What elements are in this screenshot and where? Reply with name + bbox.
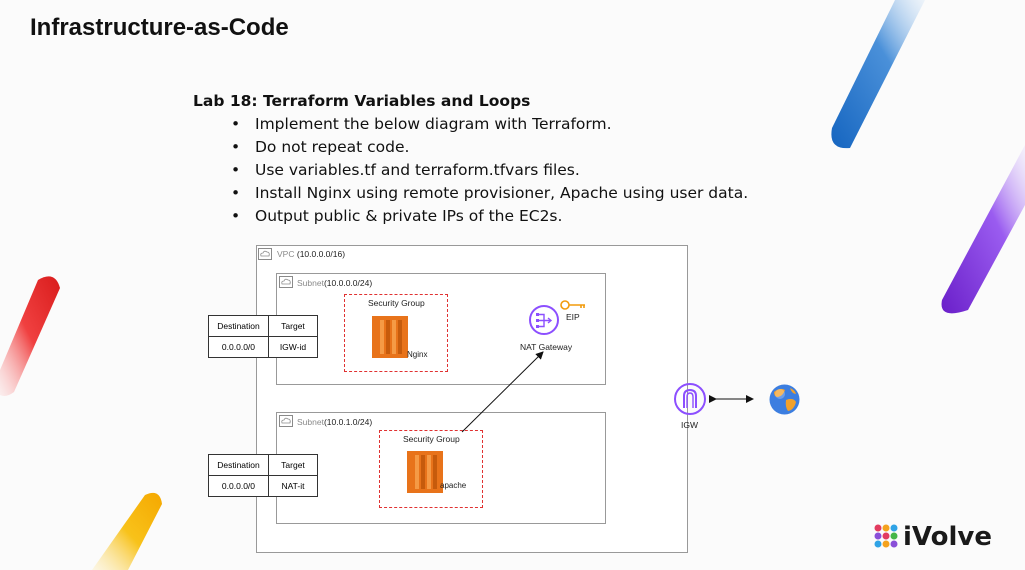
nginx-label: Nginx [407,350,428,359]
lab-title: Lab 18: Terraform Variables and Loops [193,92,531,110]
public-subnet-label-group: Subnet(10.0.0.0/24) [297,278,372,288]
red-stripe [0,276,60,396]
route-target: NAT-it [267,475,319,497]
public-subnet-label: Subnet [297,278,324,288]
ec2-nginx-icon [372,316,408,358]
route-destination: 0.0.0.0/0 [208,475,269,497]
route-target: IGW-id [267,336,319,358]
private-subnet-cidr: (10.0.1.0/24) [323,417,373,427]
lab-bullet-list: Implement the below diagram with Terrafo… [193,113,748,228]
ivolve-logo-mark [874,524,898,548]
private-security-group [379,430,483,508]
eip-label: EIP [566,312,580,322]
private-route-table: Destination Target 0.0.0.0/0 NAT-it [208,454,319,497]
apache-label: apache [440,481,467,490]
private-subnet-cloud-icon [279,415,293,427]
route-table-header: Target [267,454,319,476]
lab-bullet: Use variables.tf and terraform.tfvars fi… [231,159,748,182]
ec2-apache-icon [407,451,443,493]
vpc-label-group: VPC (10.0.0.0/16) [277,249,345,259]
igw-label: IGW [681,420,698,430]
route-destination: 0.0.0.0/0 [208,336,269,358]
public-sg-label: Security Group [368,298,425,308]
route-table-header: Destination [208,454,269,476]
eip-key-icon [560,300,585,310]
internet-globe-icon [769,384,800,415]
lab-bullet: Do not repeat code. [231,136,748,159]
internet-gateway-icon [674,383,706,415]
public-subnet-cloud-icon [279,276,293,288]
ivolve-logo-text: iVolve [903,522,992,552]
vpc-label: VPC [277,249,295,259]
vpc-cloud-icon [258,248,272,260]
nat-gateway-label: NAT Gateway [520,342,573,352]
public-subnet-box [276,273,606,385]
lab-instructions: Lab 18: Terraform Variables and Loops Im… [193,92,748,228]
purple-stripe [941,145,1025,314]
arrow-apache-to-nat [461,351,544,433]
route-table-header: Destination [208,315,269,337]
vpc-cidr: (10.0.0.0/16) [296,249,346,259]
yellow-stripe [92,492,162,570]
public-subnet-cidr: (10.0.0.0/24) [323,278,373,288]
public-route-table: Destination Target 0.0.0.0/0 IGW-id [208,315,319,358]
nat-gateway-icon [529,305,559,335]
lab-bullet: Implement the below diagram with Terrafo… [231,113,748,136]
lab-bullet: Output public & private IPs of the EC2s. [231,205,748,228]
blue-stripe [831,0,925,149]
private-subnet-label: Subnet [297,417,324,427]
public-security-group [344,294,448,372]
route-table-header: Target [267,315,319,337]
private-sg-label: Security Group [403,434,460,444]
lab-bullet: Install Nginx using remote provisioner, … [231,182,748,205]
private-subnet-label-group: Subnet(10.0.1.0/24) [297,417,372,427]
slide-title: Infrastructure-as-Code [30,14,289,41]
